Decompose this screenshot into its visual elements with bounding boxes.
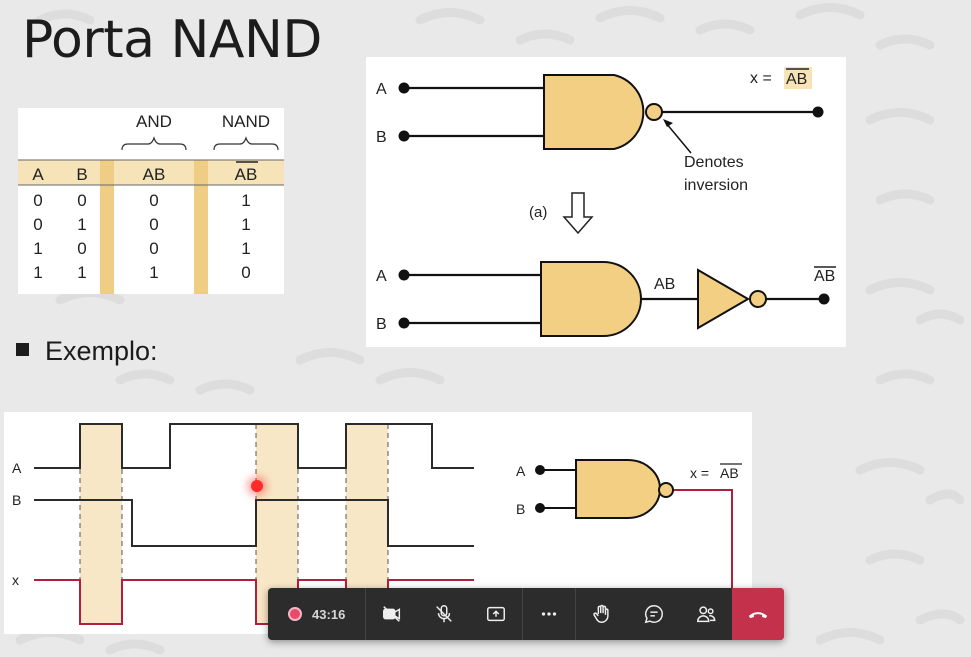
chat-button[interactable] (628, 588, 680, 640)
cell-r0-and: 0 (149, 191, 158, 210)
input-a-label: A (376, 81, 387, 98)
recording-timer: 43:16 (268, 588, 367, 640)
nand-gate-shape (543, 74, 645, 150)
slide-title: Porta NAND (22, 10, 322, 70)
signal-b-waveform (34, 499, 474, 547)
recording-icon (288, 607, 303, 621)
cell-r3-nand: 0 (241, 263, 250, 282)
cell-r2-a: 1 (33, 239, 42, 258)
more-actions-button[interactable] (523, 588, 575, 640)
signal-b-label: B (12, 492, 21, 508)
down-arrow-icon (562, 192, 594, 235)
not-gate-shape (697, 268, 750, 330)
share-screen-icon (487, 606, 506, 622)
truth-table: AND NAND A B AB AB 0 0 0 1 0 1 0 1 1 0 0… (18, 108, 284, 294)
camera-toggle-button[interactable] (366, 588, 418, 640)
raise-hand-icon (593, 604, 609, 623)
cell-r2-b: 0 (77, 239, 86, 258)
and-gate-shape (540, 261, 642, 337)
example-output-overlined: AB (720, 465, 739, 481)
cell-r1-a: 0 (33, 215, 42, 234)
meeting-toolbar: 43:16 (268, 588, 784, 640)
cell-r1-b: 1 (77, 215, 86, 234)
bullet-square-icon (16, 343, 29, 357)
output-overlined: AB (786, 71, 807, 88)
mic-toggle-button[interactable] (418, 588, 470, 640)
example-output-prefix: x = (690, 465, 709, 481)
signal-a-label: A (12, 460, 22, 476)
header-and: AB (143, 165, 166, 184)
share-screen-button[interactable] (470, 588, 522, 640)
signal-a-waveform (34, 423, 474, 469)
raise-hand-button[interactable] (576, 588, 628, 640)
bullet-text: Exemplo: (45, 336, 158, 366)
cell-r3-b: 1 (77, 263, 86, 282)
cell-r2-and: 0 (149, 239, 158, 258)
hang-up-icon (749, 612, 768, 619)
highlight-region (80, 424, 122, 624)
example-nand-gate (575, 459, 661, 519)
cell-r1-and: 0 (149, 215, 158, 234)
annotation-line2: inversion (684, 177, 748, 194)
example-input-a: A (516, 463, 526, 479)
bullet-item: Exemplo: (16, 336, 158, 367)
mic-off-icon (436, 605, 453, 623)
people-icon (697, 606, 716, 623)
middle-label: AB (654, 276, 675, 293)
laser-pointer (251, 480, 263, 492)
inversion-bubble (645, 103, 663, 121)
example-input-b: B (516, 501, 525, 517)
header-nand: AB (235, 165, 258, 184)
cell-r2-nand: 1 (241, 239, 250, 258)
timer-text: 43:16 (312, 606, 346, 622)
cell-r3-a: 1 (33, 263, 42, 282)
header-b: B (76, 165, 87, 184)
nand-group-label: NAND (222, 112, 270, 131)
output-prefix: x = (750, 70, 772, 87)
chat-icon (645, 605, 664, 624)
participants-button[interactable] (680, 588, 732, 640)
part-label: (a) (529, 204, 547, 221)
camera-off-icon (383, 606, 401, 622)
header-a: A (32, 165, 44, 184)
table-separator (194, 160, 208, 294)
nand-gate-diagram: A B A B x = AB Denotes inversion (a) AB … (366, 57, 846, 347)
signal-x-label: x (12, 572, 19, 588)
more-icon (542, 612, 557, 616)
annotation-line1: Denotes (684, 154, 744, 171)
cell-r3-and: 1 (149, 263, 158, 282)
table-separator (100, 160, 114, 294)
input-a-label-2: A (376, 268, 387, 285)
final-output-label: AB (814, 268, 835, 285)
and-group-label: AND (136, 112, 172, 131)
input-b-label: B (376, 129, 387, 146)
input-b-label-2: B (376, 316, 387, 333)
cell-r1-nand: 1 (241, 215, 250, 234)
cell-r0-b: 0 (77, 191, 86, 210)
cell-r0-nand: 1 (241, 191, 250, 210)
cell-r0-a: 0 (33, 191, 42, 210)
hang-up-button[interactable] (732, 588, 784, 640)
